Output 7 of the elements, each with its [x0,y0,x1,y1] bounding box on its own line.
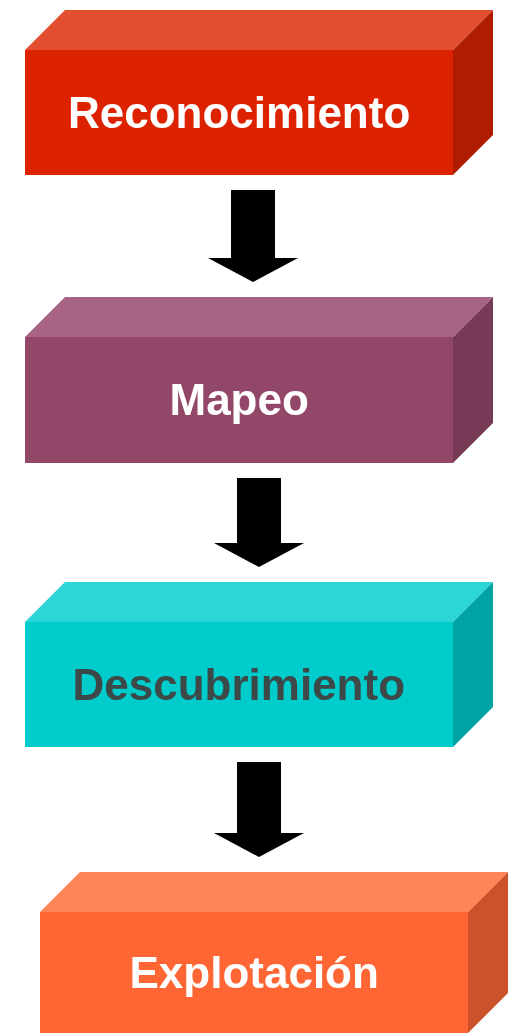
step-label: Descubrimiento [72,662,405,707]
arrow [214,762,304,857]
step-label: Reconocimiento [68,90,411,135]
step-label: Mapeo [169,378,309,422]
arrow [214,478,304,567]
arrow [208,190,298,282]
step-label: Explotación [129,950,379,995]
